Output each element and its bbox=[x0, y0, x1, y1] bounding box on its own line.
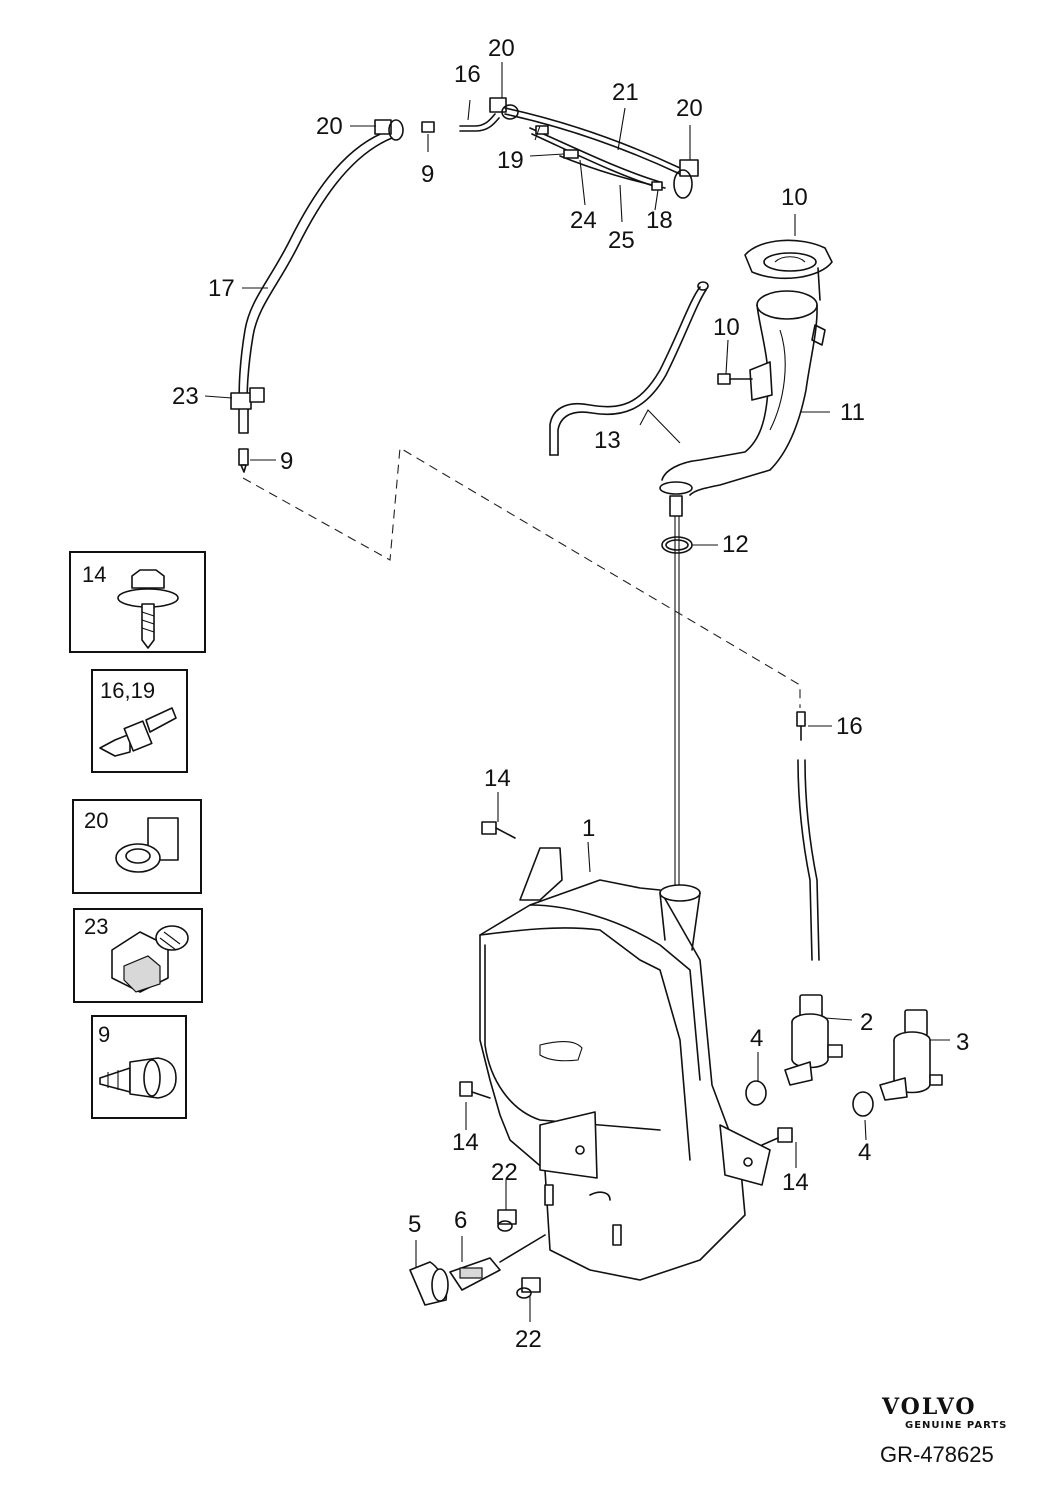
upper-hose-assembly bbox=[230, 97, 699, 473]
bolt-top bbox=[481, 821, 516, 839]
callout-11: 11 bbox=[840, 399, 865, 426]
routing-dashed-line bbox=[242, 447, 801, 708]
callout-14-top: 14 bbox=[484, 765, 511, 792]
grommet-right bbox=[852, 1091, 874, 1117]
drawing-number: GR-478625 bbox=[880, 1442, 994, 1467]
inset-23: 23 bbox=[73, 908, 203, 1003]
bolt-right bbox=[761, 1127, 793, 1146]
callout-9-bottom: 9 bbox=[280, 448, 293, 475]
inset-20: 20 bbox=[72, 799, 202, 894]
inset-label-16-19: 16,19 bbox=[100, 678, 155, 703]
callout-12: 12 bbox=[722, 531, 749, 558]
callout-20-top: 20 bbox=[488, 35, 515, 62]
callout-14-left: 14 bbox=[452, 1129, 479, 1156]
inset-9: 9 bbox=[91, 1015, 187, 1119]
callout-13: 13 bbox=[594, 427, 621, 454]
callout-19: 19 bbox=[497, 147, 524, 174]
callout-14-right: 14 bbox=[782, 1169, 809, 1196]
bolt-left bbox=[459, 1081, 491, 1099]
grommet-left bbox=[745, 1080, 767, 1106]
inset-label-23: 23 bbox=[84, 914, 108, 939]
brand-logo-subtext: GENUINE PARTS bbox=[905, 1420, 1007, 1431]
callout-4-left: 4 bbox=[750, 1025, 763, 1052]
brand-logo: VOLVO bbox=[881, 1394, 977, 1420]
inset-label-9: 9 bbox=[98, 1022, 110, 1047]
inset-16-19: 16,19 bbox=[91, 669, 188, 773]
clip-22-lower bbox=[521, 1277, 541, 1293]
right-hose bbox=[796, 711, 820, 961]
inset-label-20: 20 bbox=[84, 808, 108, 833]
pump-2 bbox=[784, 994, 843, 1086]
callout-9-top: 9 bbox=[421, 161, 434, 188]
leader-lines bbox=[204, 62, 950, 1322]
inset-14: 14 bbox=[69, 551, 206, 653]
callout-20-right: 20 bbox=[676, 95, 703, 122]
brand-block: VOLVO GENUINE PARTS GR-478625 bbox=[880, 1394, 1007, 1467]
callout-18: 18 bbox=[646, 207, 673, 234]
filler-neck-assembly bbox=[549, 239, 833, 890]
pump-3 bbox=[879, 1009, 943, 1101]
callout-20-left: 20 bbox=[316, 113, 343, 140]
callout-21: 21 bbox=[612, 79, 639, 106]
washer-tank bbox=[479, 847, 771, 1281]
callout-4-right: 4 bbox=[858, 1139, 871, 1166]
callout-24: 24 bbox=[570, 207, 597, 234]
callout-10-cap: 10 bbox=[781, 184, 808, 211]
callout-10-bolt: 10 bbox=[713, 314, 740, 341]
callout-6: 6 bbox=[454, 1207, 467, 1234]
level-sensor bbox=[409, 1234, 546, 1306]
callout-2: 2 bbox=[860, 1009, 873, 1036]
callout-1: 1 bbox=[582, 815, 595, 842]
callout-16-top: 16 bbox=[454, 61, 481, 88]
inset-label-14: 14 bbox=[82, 562, 106, 587]
callout-16-right: 16 bbox=[836, 713, 863, 740]
callout-17: 17 bbox=[208, 275, 235, 302]
callout-25: 25 bbox=[608, 227, 635, 254]
callout-22-top: 22 bbox=[491, 1159, 518, 1186]
callout-5: 5 bbox=[408, 1211, 421, 1238]
callout-3: 3 bbox=[956, 1029, 969, 1056]
callout-23: 23 bbox=[172, 383, 199, 410]
callout-labels: 20 9 16 20 21 20 19 24 25 18 17 23 9 10 … bbox=[172, 35, 969, 1353]
callout-22-bottom: 22 bbox=[515, 1326, 542, 1353]
